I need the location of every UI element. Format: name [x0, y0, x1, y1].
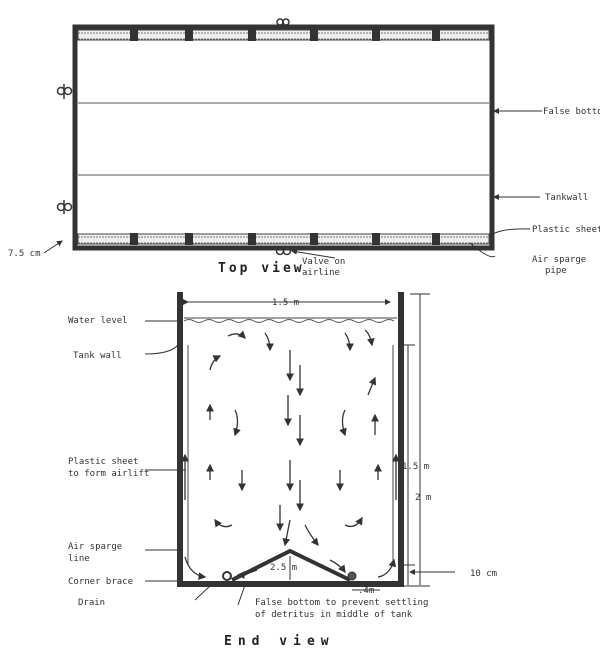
label-air-sparge: Air sparge: [532, 255, 586, 265]
tank-wall: [177, 292, 404, 587]
label-air-sparge-2: line: [68, 554, 90, 564]
label-tankwall: Tankwall: [545, 193, 588, 203]
label-tank-wall: Tank wall: [73, 351, 122, 361]
false-bottom: [231, 548, 351, 582]
sparge-line-right: [347, 571, 357, 581]
pipe-joints: [130, 29, 440, 245]
tank-outline: [72, 24, 495, 251]
label-false-bottom: False bottom to prevent settling: [255, 598, 428, 608]
label-valve: Valve on: [302, 257, 345, 267]
caption-end-view: End view: [224, 634, 335, 649]
end-view: 1.5 m 1.5 m 2 m 10 cm 2.5 m .4m Water le…: [68, 292, 497, 649]
label-false-bottom: False bottom: [543, 107, 600, 117]
label-air-sparge: Air sparge: [68, 542, 122, 552]
dim-drain-offset: .4m: [358, 586, 374, 596]
top-sparge-strip: [77, 29, 490, 41]
label-corner-brace: Corner brace: [68, 577, 133, 587]
label-false-bottom-2: of detritus in middle of tank: [255, 610, 413, 620]
dim-tank-height: 2 m: [415, 493, 431, 503]
caption-top-view: Top view: [218, 261, 305, 276]
label-water-level: Water level: [68, 316, 128, 326]
label-plastic-sheet: Plastic sheet: [532, 225, 600, 235]
label-air-sparge-2: pipe: [545, 266, 567, 276]
dim-peak-height: 2.5 m: [270, 563, 297, 573]
label-dimension: 7.5 cm: [8, 249, 41, 259]
sparge-line-left: [222, 571, 232, 581]
water-level: [183, 319, 395, 323]
label-drain: Drain: [78, 598, 105, 608]
dim-bottom-gap: 10 cm: [470, 569, 497, 579]
label-plastic-sheet: Plastic sheet: [68, 457, 138, 467]
label-valve-2: airline: [302, 268, 340, 278]
label-plastic-sheet-2: to form airlift: [68, 469, 149, 479]
top-view: False bottom Tankwall Plastic sheet Air …: [8, 18, 600, 278]
bottom-sparge-strip: [77, 233, 490, 245]
flow-arrows: [181, 329, 400, 581]
valve-icon: [56, 18, 292, 256]
dim-width: 1.5 m: [272, 298, 299, 308]
dim-airlift-height: 1.5 m: [402, 462, 429, 472]
